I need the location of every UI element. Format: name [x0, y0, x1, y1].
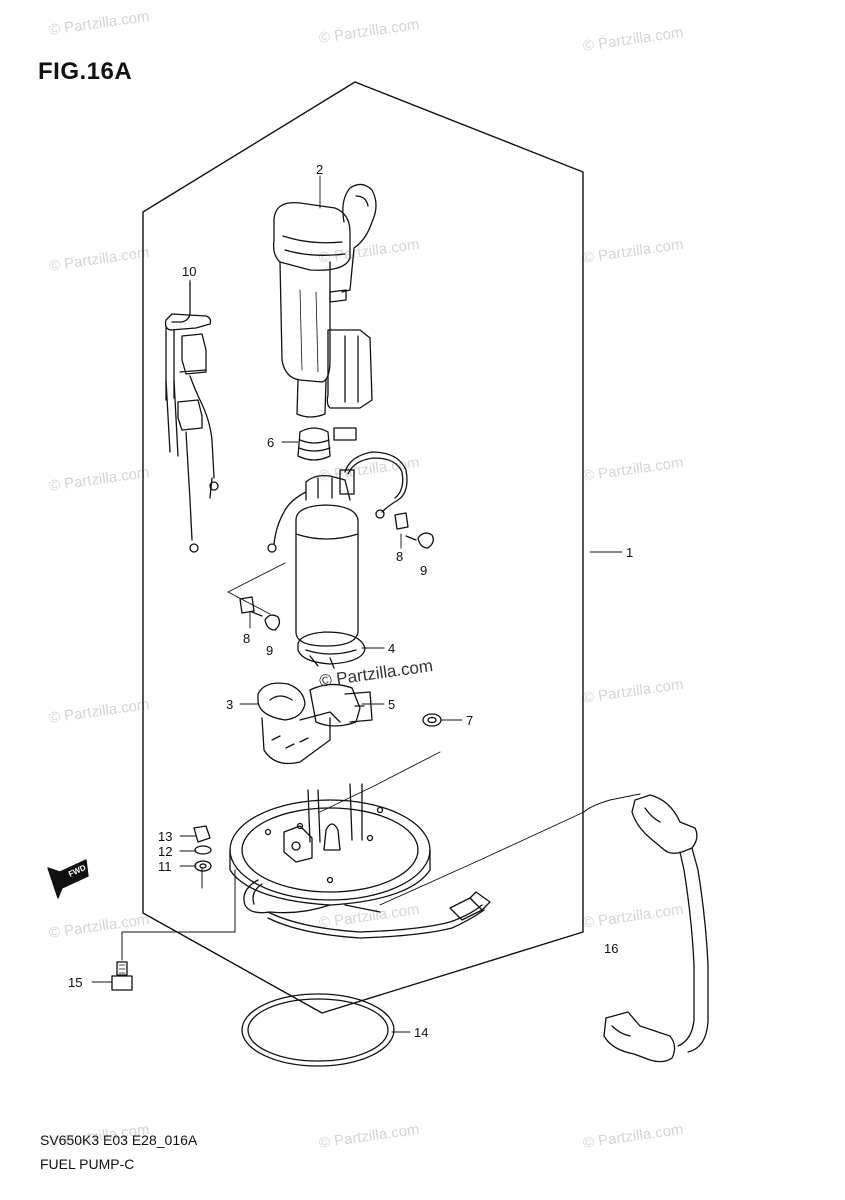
callout-8-lower: 8	[243, 631, 250, 646]
bolt-leader-bracket	[121, 867, 236, 961]
callout-9-upper: 9	[420, 563, 427, 578]
callout-6: 6	[267, 435, 274, 450]
gasket-washer-hole	[427, 716, 437, 724]
guide-lines	[227, 562, 585, 906]
callout-leaders	[91, 175, 623, 1033]
fuel-level-sensor	[164, 281, 219, 553]
fuel-hose	[583, 793, 709, 1063]
callout-11: 11	[158, 859, 172, 874]
callout-5: 5	[388, 697, 395, 712]
wire-harness	[267, 891, 491, 939]
fuel-pump-base-plate	[229, 783, 431, 914]
callout-1: 1	[626, 545, 633, 560]
pump-clamp	[309, 683, 373, 727]
callout-4: 4	[388, 641, 395, 656]
nut-plate-upper	[394, 512, 434, 549]
callout-12: 12	[158, 844, 172, 859]
fwd-arrow-icon	[47, 859, 89, 899]
callout-13: 13	[158, 829, 172, 844]
callout-10: 10	[182, 264, 196, 279]
figure-name: FUEL PUMP-C	[40, 1156, 135, 1172]
callout-labels: 1 2 3 4 5 6 7 8 9 8 9 10 11 12 13 14 15 …	[68, 162, 633, 1040]
washer-stack	[193, 825, 212, 872]
assembly-outline	[142, 81, 584, 1014]
callout-8-upper: 8	[396, 549, 403, 564]
callout-14: 14	[414, 1025, 428, 1040]
callout-15: 15	[68, 975, 82, 990]
pump-bracket	[257, 682, 341, 765]
fuel-pump-motor	[267, 451, 408, 647]
pump-holder-ring	[297, 631, 366, 669]
gasket-washer	[422, 713, 442, 727]
figure-code: SV650K3 E03 E28_016A	[40, 1132, 198, 1148]
o-ring	[241, 993, 395, 1067]
callout-16: 16	[604, 941, 618, 956]
pump-cushion	[297, 427, 331, 461]
nut-plate-lower	[239, 596, 281, 631]
mounting-bolt	[111, 961, 133, 991]
callout-3: 3	[226, 697, 233, 712]
callout-7: 7	[466, 713, 473, 728]
callout-9-lower: 9	[266, 643, 273, 658]
callout-2: 2	[316, 162, 323, 177]
fuel-pump-housing	[272, 183, 377, 441]
figure-title: FIG.16A	[38, 58, 133, 85]
